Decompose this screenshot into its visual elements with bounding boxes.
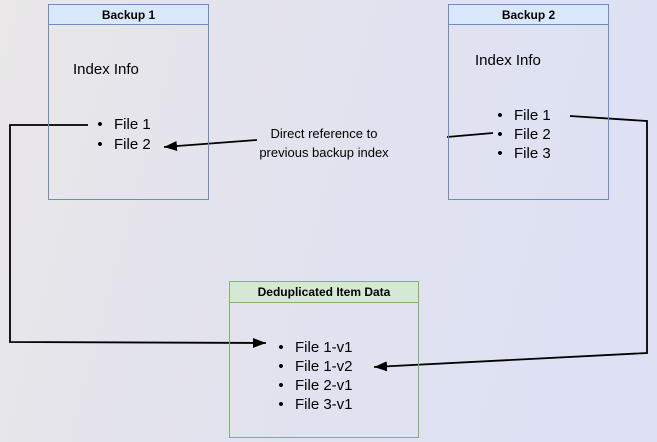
bullet-icon: • [497,107,503,124]
edge-label-line2: previous backup index [259,145,389,160]
backup1-file-list: • File 1 • File 2 [93,115,151,155]
file-label: File 2-v1 [295,377,353,394]
file-list-item: • File 2 [93,135,151,155]
file-label: File 1 [114,116,151,133]
direct-reference-edge-label: Direct reference to previous backup inde… [224,124,424,162]
file-list-item: • File 1 [493,106,551,125]
file-label: File 2 [114,136,151,153]
bullet-icon: • [497,145,503,162]
edge-label-line1: Direct reference to [270,126,378,141]
backup2-box: Backup 2 [448,4,609,200]
backup1-box: Backup 1 [48,4,209,200]
file-list-item: • File 1 [93,115,151,135]
file-list-item: • File 3-v1 [274,395,353,414]
bullet-icon: • [278,377,284,394]
dedup-file-list: • File 1-v1 • File 1-v2 • File 2-v1 • File 3-v1 [274,338,353,414]
bullet-icon: • [497,126,503,143]
backup2-index-info-label: Index Info [475,52,541,69]
dedup-box: Deduplicated Item Data [229,281,419,438]
bullet-icon: • [97,136,103,153]
bullet-icon: • [97,116,103,133]
file-label: File 2 [514,126,551,143]
file-list-item: • File 2-v1 [274,376,353,395]
bullet-icon: • [278,396,284,413]
backup1-title: Backup 1 [49,5,208,25]
file-label: File 3-v1 [295,396,353,413]
backup2-title: Backup 2 [449,5,608,25]
file-label: File 1-v1 [295,339,353,356]
file-label: File 1 [514,107,551,124]
file-label: File 1-v2 [295,358,353,375]
file-list-item: • File 1-v2 [274,357,353,376]
backup1-index-info-label: Index Info [73,61,139,78]
file-label: File 3 [514,145,551,162]
file-list-item: • File 1-v1 [274,338,353,357]
dedup-title: Deduplicated Item Data [230,282,418,303]
backup2-file-list: • File 1 • File 2 • File 3 [493,106,551,163]
file-list-item: • File 3 [493,144,551,163]
file-list-item: • File 2 [493,125,551,144]
bullet-icon: • [278,358,284,375]
bullet-icon: • [278,339,284,356]
